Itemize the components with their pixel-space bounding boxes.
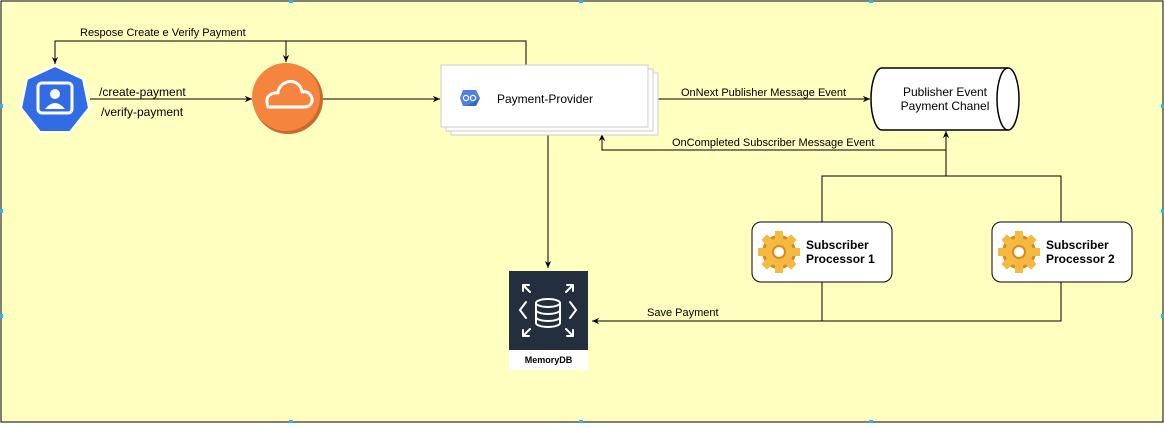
gear-icon: [998, 231, 1040, 273]
payment-provider-node[interactable]: Payment-Provider: [440, 64, 659, 136]
subscriber-processor-1-node[interactable]: Subscriber Processor 1: [751, 221, 893, 283]
gateway-node[interactable]: [252, 63, 323, 134]
edge-response[interactable]: [51, 40, 527, 65]
subscriber-processor-2-node[interactable]: Subscriber Processor 2: [991, 221, 1133, 283]
database-icon: [518, 284, 578, 337]
edge-label-create: /create-payment: [99, 85, 186, 99]
payment-provider-icon: [460, 90, 480, 106]
edge-label-onnext: OnNext Publisher Message Event: [681, 87, 846, 99]
payment-provider-label: Payment-Provider: [497, 92, 593, 106]
edge-label-oncompleted: OnCompleted Subscriber Message Event: [672, 137, 874, 149]
memorydb-node[interactable]: MemoryDB: [509, 271, 588, 370]
channel-label-line2: Payment Chanel: [901, 99, 990, 113]
gear-icon: [758, 231, 800, 273]
payment-channel-node[interactable]: Publisher Event Payment Chanel: [870, 67, 1020, 131]
cloud-icon: [252, 63, 320, 131]
channel-label-line1: Publisher Event: [903, 85, 988, 99]
edge-oncompleted[interactable]: [598, 134, 946, 151]
edge-label-verify: /verify-payment: [101, 105, 184, 119]
edge-label-save: Save Payment: [647, 307, 719, 319]
user-node[interactable]: [19, 64, 91, 133]
memorydb-label: MemoryDB: [525, 355, 573, 365]
edge-save-payment[interactable]: [592, 282, 1062, 321]
subscriber2-label-line2: Processor 2: [1046, 252, 1115, 266]
subscriber1-label-line1: Subscriber: [806, 238, 869, 252]
edge-bus[interactable]: [821, 175, 1062, 222]
subscriber2-label-line1: Subscriber: [1046, 238, 1109, 252]
subscriber1-label-line2: Processor 1: [806, 252, 875, 266]
edge-label-response: Respose Create e Verify Payment: [80, 27, 246, 39]
